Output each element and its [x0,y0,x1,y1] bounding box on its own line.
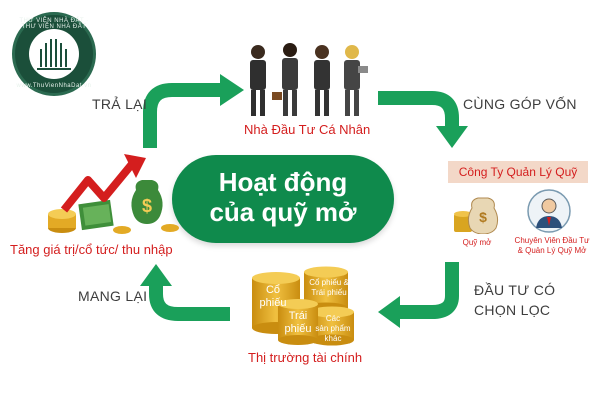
bonds-coin [278,304,318,340]
expert-label-line2: & Quản Lý Quỹ Mở [517,246,587,255]
svg-text:$: $ [142,196,152,216]
bring-arrow [149,284,230,321]
expert-label-line1: Chuyên Viên Đầu Tư [514,236,590,245]
logo-bottom-text: www.ThuVienNhaDat.vn [16,83,92,89]
investors-icon [250,43,368,116]
mixed-label-line2: Trái phiếu [311,288,347,297]
other-label-line3: khác [324,334,342,343]
fund-company-label: Công Ty Quản Lý Quỹ [448,161,588,183]
other-label-line1: Các [325,314,341,323]
return-label: TRẢ LẠI [92,96,148,112]
stocks-label: Cổ phiếu [253,284,293,310]
bring-label: MANG LẠI [78,288,148,304]
contribute-arrowhead [436,126,468,148]
return-arrow [143,83,222,148]
expert-label: Chuyên Viên Đầu Tư & Quản Lý Quỹ Mở [510,236,594,256]
logo-top-text: THƯ VIỆN NHÀ ĐẤT · THƯ VIỆN NHÀ ĐẤT [19,18,89,30]
open-fund-label: Quỹ mở [462,238,492,247]
bonds-label: Trái phiếu [279,310,317,336]
center-title-line2: của quỹ mở [209,197,357,227]
stocks-label-line1: Cổ [265,284,281,296]
mixed-label: Cổ phiếu & Trái phiếu [306,278,352,298]
investor-label: Nhà Đầu Tư Cá Nhân [244,122,371,137]
bonds-label-line1: Trái [288,310,308,322]
invest-arrowhead [378,296,400,328]
invest-arrow [398,262,459,319]
center-title-line1: Hoạt động [218,167,348,197]
market-label: Thị trường tài chính [248,350,363,365]
market-coins [252,266,354,346]
growth-icon: $ [48,154,179,234]
invest-label: ĐẦU TƯ CÓ CHỌN LỌC [474,280,555,320]
expert-icon [527,189,571,233]
stocks-label-line2: phiếu [259,297,287,309]
bring-arrowhead [140,264,172,286]
contribute-arrow [378,91,459,128]
other-label: Các sản phẩm khác [312,314,354,344]
building-icon [37,39,71,70]
bonds-label-line2: phiếu [284,323,312,335]
logo: THƯ VIỆN NHÀ ĐẤT · THƯ VIỆN NHÀ ĐẤT www.… [12,12,96,96]
logo-emblem [29,29,79,79]
mixed-label-line1: Cổ phiếu & [309,278,349,287]
invest-label-line1: ĐẦU TƯ CÓ [474,282,556,298]
svg-text:$: $ [479,209,487,225]
invest-label-line2: CHỌN LỌC [474,302,551,318]
center-title: Hoạt động của quỹ mở [172,155,394,243]
growth-label: Tăng giá trị/cổ tức/ thu nhập [10,242,173,257]
return-arrowhead [220,74,244,106]
other-label-line2: sản phẩm [315,324,351,333]
contribute-label: CÙNG GÓP VỐN [463,96,577,112]
money-bag-icon: $ [454,197,499,234]
